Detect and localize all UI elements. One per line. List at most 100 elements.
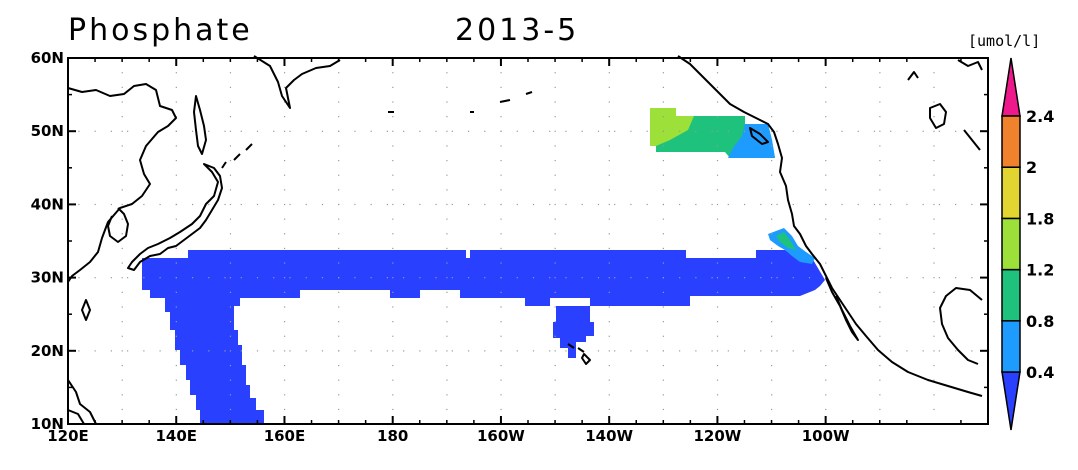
graticule-dot bbox=[879, 233, 881, 235]
graticule-dot bbox=[229, 233, 232, 235]
region-gulf-of-alaska-yellowgreen bbox=[650, 108, 694, 146]
graticule-dot bbox=[841, 350, 843, 352]
graticule-dot bbox=[446, 291, 448, 293]
graticule-dot bbox=[662, 291, 664, 293]
graticule-dot bbox=[727, 130, 729, 132]
graticule-dot bbox=[933, 174, 935, 176]
graticule-dot bbox=[229, 72, 232, 74]
graticule-dot bbox=[825, 350, 827, 352]
graticule-dot bbox=[392, 335, 394, 337]
graticule-dot bbox=[955, 350, 957, 352]
graticule-dot bbox=[283, 350, 286, 352]
graticule-dot bbox=[554, 101, 556, 103]
graticule-dot bbox=[256, 350, 259, 352]
graticule-dot bbox=[933, 101, 935, 103]
graticule-dot bbox=[229, 189, 232, 191]
graticule-dot bbox=[857, 203, 859, 206]
graticule-dot bbox=[662, 277, 664, 279]
graticule-dot bbox=[771, 86, 773, 88]
graticule-dot bbox=[283, 72, 286, 74]
graticule-dot bbox=[879, 145, 881, 147]
graticule-dot bbox=[608, 394, 610, 396]
graticule-dot bbox=[229, 277, 232, 279]
graticule-dot bbox=[229, 203, 232, 206]
graticule-dot bbox=[879, 130, 881, 132]
coast-asia bbox=[67, 83, 177, 283]
graticule-dot bbox=[662, 116, 664, 118]
graticule-dot bbox=[191, 203, 194, 206]
graticule-dot bbox=[743, 130, 746, 132]
graticule-dot bbox=[554, 277, 556, 279]
graticule-dot bbox=[873, 203, 876, 206]
graticule-dot bbox=[127, 277, 129, 279]
graticule-dot bbox=[955, 277, 957, 279]
graticule-dot bbox=[608, 247, 610, 250]
graticule-dot bbox=[825, 116, 827, 118]
graticule-dot bbox=[229, 321, 232, 323]
graticule-dot bbox=[933, 335, 935, 337]
graticule-dot bbox=[283, 379, 286, 381]
graticule-dot bbox=[879, 86, 881, 88]
graticule-dot bbox=[435, 350, 437, 352]
graticule-dot bbox=[386, 203, 388, 206]
graticule-dot bbox=[78, 277, 80, 279]
graticule-dot bbox=[78, 203, 80, 206]
graticule-dot bbox=[630, 277, 632, 279]
graticule-dot bbox=[121, 86, 123, 88]
graticule-dot bbox=[771, 130, 773, 132]
graticule-dot bbox=[446, 72, 448, 74]
graticule-dot bbox=[175, 203, 177, 206]
graticule-dot bbox=[338, 394, 340, 396]
coast-vancouver-island bbox=[749, 127, 769, 145]
graticule-dot bbox=[283, 145, 286, 147]
graticule-dot bbox=[229, 86, 232, 88]
graticule-dot bbox=[662, 174, 664, 176]
graticule-dot bbox=[771, 218, 773, 220]
graticule-dot bbox=[392, 218, 394, 220]
graticule-dot bbox=[94, 350, 96, 352]
graticule-dot bbox=[532, 350, 535, 352]
graticule-dot bbox=[338, 72, 340, 74]
graticule-dot bbox=[608, 145, 610, 147]
graticule-dot bbox=[716, 189, 719, 191]
graticule-dot bbox=[771, 291, 773, 293]
graticule-dot bbox=[283, 277, 286, 279]
graticule-dot bbox=[338, 277, 340, 279]
region-section-137e bbox=[142, 282, 264, 425]
graticule-dot bbox=[608, 379, 610, 381]
graticule-dot bbox=[143, 130, 145, 132]
graticule-dot bbox=[771, 189, 773, 191]
graticule-dot bbox=[127, 350, 129, 352]
graticule-dot bbox=[224, 277, 226, 279]
graticule-dot bbox=[446, 364, 448, 367]
graticule-dot bbox=[933, 321, 935, 323]
graticule-dot bbox=[321, 130, 324, 132]
graticule-dot bbox=[256, 203, 259, 206]
graticule-dot bbox=[554, 291, 556, 293]
graticule-dot bbox=[716, 72, 719, 74]
graticule-dot bbox=[175, 394, 177, 396]
graticule-dot bbox=[971, 277, 973, 279]
graticule-dot bbox=[841, 277, 843, 279]
graticule-dot bbox=[229, 291, 232, 293]
graticule-dot bbox=[78, 350, 80, 352]
graticule-dot bbox=[630, 350, 632, 352]
graticule-dot bbox=[175, 145, 177, 147]
graticule-dot bbox=[873, 130, 876, 132]
graticule-dot bbox=[175, 321, 177, 323]
graticule-dot bbox=[825, 72, 827, 74]
graticule-dot bbox=[716, 101, 719, 103]
graticule-dot bbox=[646, 130, 648, 132]
graticule-dot bbox=[121, 233, 123, 235]
graticule-dot bbox=[338, 203, 340, 206]
graticule-dot bbox=[771, 159, 773, 162]
graticule-dot bbox=[662, 247, 664, 250]
graticule-dot bbox=[500, 335, 502, 337]
graticule-dot bbox=[608, 159, 610, 162]
graticule-dot bbox=[208, 277, 210, 279]
graticule-dot bbox=[808, 350, 811, 352]
graticule-dot bbox=[825, 174, 827, 176]
graticule-dot bbox=[771, 306, 773, 308]
graticule-dot bbox=[716, 394, 719, 396]
